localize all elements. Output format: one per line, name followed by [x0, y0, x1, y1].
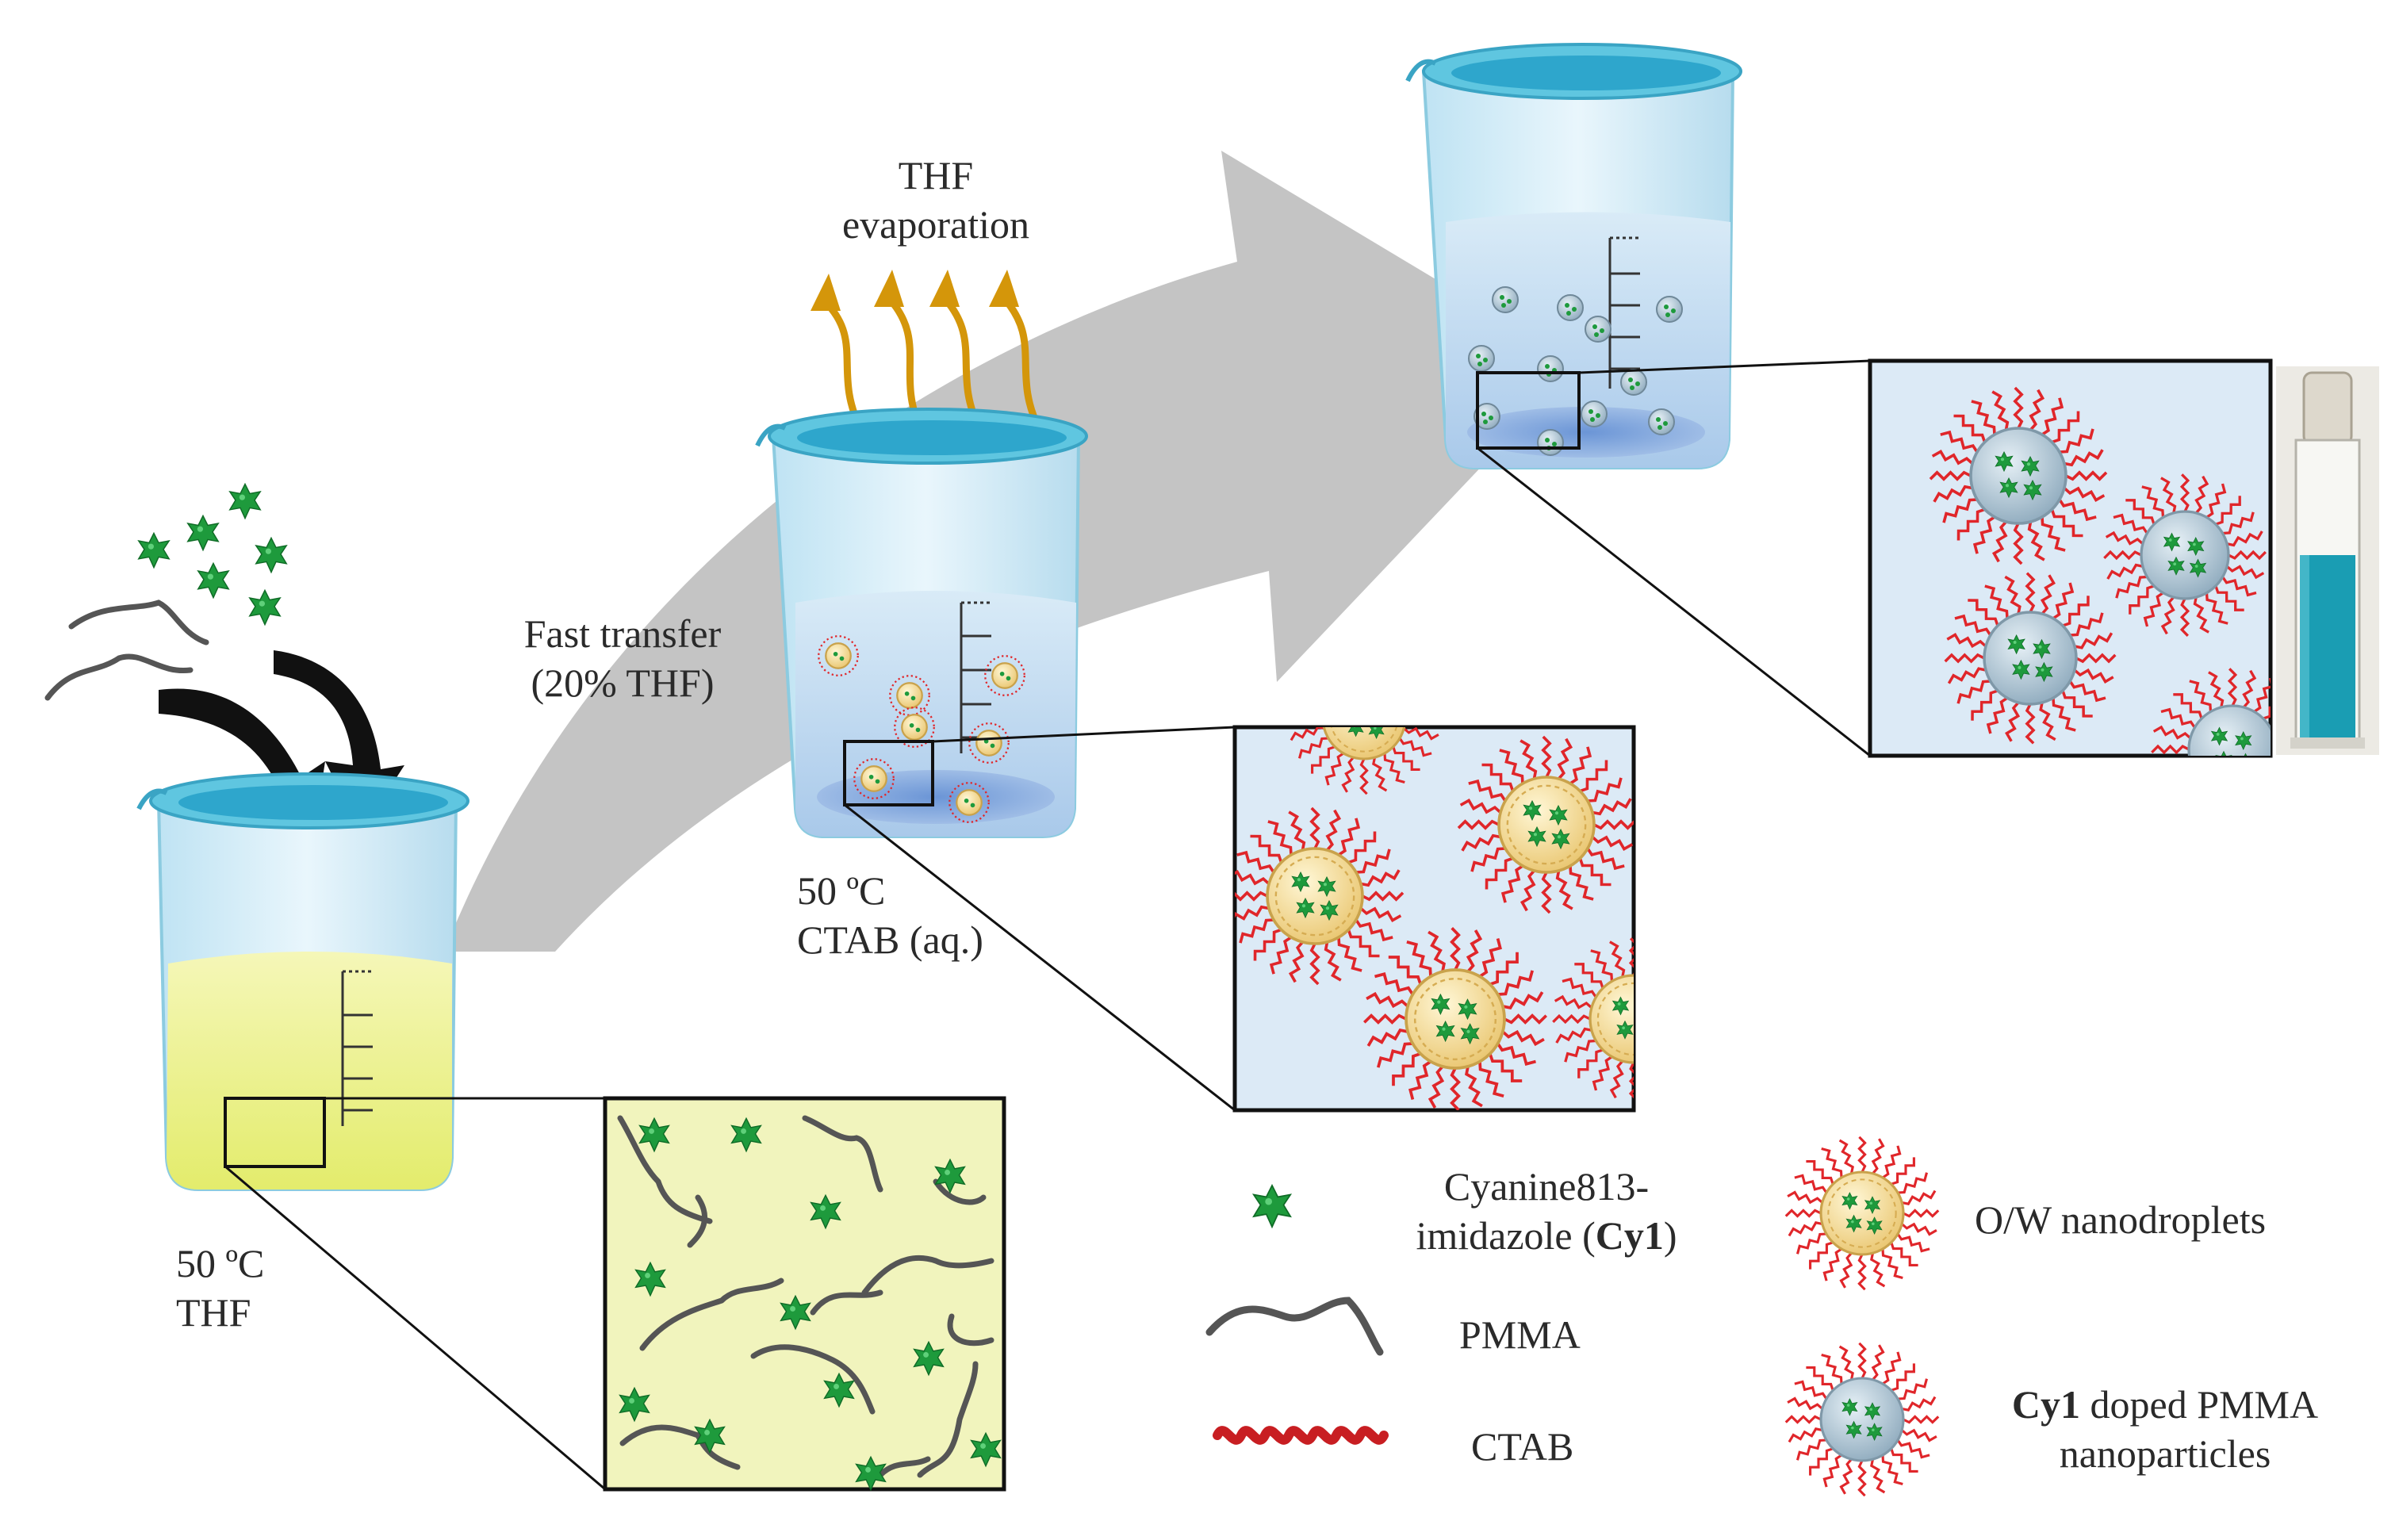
- legend-cy1-line1: Cyanine813-: [1443, 1164, 1650, 1209]
- legend-ow-label: O/W nanodroplets: [1975, 1197, 2267, 1242]
- legend-nanoparticle-label: Cy1 doped PMMA nanoparticles: [1959, 1380, 2371, 1478]
- beaker-thf: [136, 772, 469, 1191]
- legend-pmma-icon: [1205, 1297, 1384, 1356]
- legend-nanoparticle-icon: [1784, 1342, 1940, 1497]
- nanoparticle: [1929, 386, 2108, 565]
- beaker1-solvent: THF: [176, 1290, 251, 1335]
- beaker-ctab: [755, 408, 1088, 838]
- inset-nanodroplets: [1232, 725, 1636, 1113]
- legend-cy1-suffix: ): [1663, 1213, 1677, 1258]
- thf-evaporation-label: THF evaporation: [817, 151, 1055, 249]
- legend-ctab-label: CTAB: [1471, 1424, 1574, 1469]
- legend-np-line1: Cy1 doped PMMA: [1959, 1380, 2371, 1429]
- thf-evaporation-line2: evaporation: [841, 202, 1029, 247]
- beaker-nanoparticles: [1405, 43, 1742, 469]
- legend-np-bold: Cy1: [2011, 1382, 2081, 1427]
- fast-transfer-label: Fast transfer (20% THF): [492, 609, 753, 707]
- legend-ow-icon: [1784, 1136, 1940, 1291]
- fast-transfer-line2: (20% THF): [531, 661, 715, 705]
- legend-droplet: [1784, 1136, 1940, 1291]
- beaker2-solvent: CTAB (aq.): [797, 917, 983, 962]
- nanoparticle: [2151, 668, 2271, 756]
- legend-cy1-icon: [1252, 1185, 1292, 1228]
- legend-np-rest: doped PMMA: [2080, 1382, 2319, 1427]
- evaporation-arrowheads: [811, 270, 1019, 311]
- reagent-pmma-chains: [44, 600, 209, 701]
- legend-cy1-bold: Cy1: [1595, 1213, 1664, 1258]
- legend-cy1-line2: imidazole (Cy1): [1380, 1211, 1713, 1260]
- thf-evaporation-line1: THF: [898, 153, 974, 197]
- legend-pmma-label: PMMA: [1459, 1312, 1581, 1357]
- legend-nanoparticle: [1784, 1342, 1940, 1497]
- beaker2-temp: 50 ºC: [797, 868, 886, 913]
- fast-transfer-line1: Fast transfer: [523, 611, 722, 656]
- droplet: [1457, 735, 1634, 914]
- cuvette-photo: [2276, 366, 2379, 755]
- inset-thf-solution: [603, 1096, 1006, 1492]
- droplet: [1552, 937, 1634, 1099]
- legend-cy1-prefix: imidazole (: [1416, 1213, 1596, 1258]
- legend-np-line2: nanoparticles: [2059, 1431, 2271, 1476]
- beaker1-conditions: 50 ºC THF: [176, 1239, 264, 1337]
- legend-ctab-icon: [1213, 1426, 1389, 1445]
- droplet: [1235, 806, 1405, 986]
- droplet: [1362, 926, 1548, 1110]
- droplet: [1290, 727, 1439, 795]
- legend-cy1-label: Cyanine813- imidazole (Cy1): [1380, 1162, 1713, 1260]
- legend-icons: [1205, 1136, 1940, 1497]
- nanoparticle: [1944, 572, 2117, 745]
- inset-nanoparticles: [1868, 358, 2273, 758]
- beaker1-temp: 50 ºC: [176, 1241, 265, 1285]
- nanoparticle: [2103, 473, 2267, 637]
- beaker2-conditions: 50 ºC CTAB (aq.): [797, 866, 983, 964]
